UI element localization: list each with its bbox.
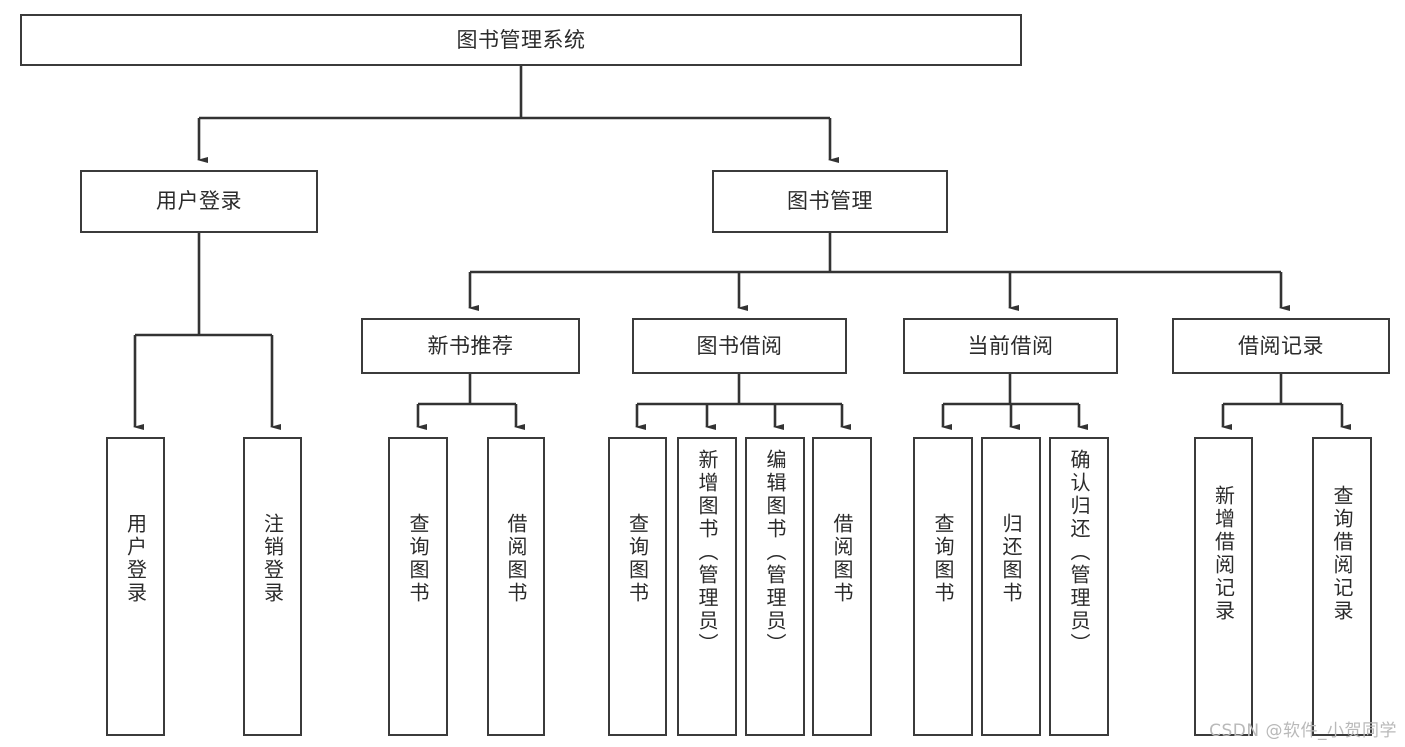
node-leaf-query-book-borrow-label: 查询图书 [625,513,650,605]
node-borrow-record[interactable]: 借阅记录 [1172,318,1390,374]
node-leaf-query-book-borrow[interactable]: 查询图书 [608,437,667,736]
node-leaf-user-login[interactable]: 用户登录 [106,437,165,736]
node-leaf-query-book-rec[interactable]: 查询图书 [388,437,448,736]
node-leaf-query-book-cur[interactable]: 查询图书 [913,437,973,736]
node-leaf-add-book-admin[interactable]: 新增图书（管理员） [677,437,737,736]
node-leaf-borrow-book-rec-label: 借阅图书 [504,513,528,605]
node-current-borrow[interactable]: 当前借阅 [903,318,1118,374]
node-book-borrow[interactable]: 图书借阅 [632,318,847,374]
node-leaf-borrow-book-rec[interactable]: 借阅图书 [487,437,545,736]
node-leaf-user-login-label: 用户登录 [123,513,148,605]
node-leaf-edit-book-admin-label: 编辑图书（管理员） [763,449,787,656]
node-borrow-record-label: 借阅记录 [1238,333,1324,358]
node-leaf-query-book-cur-label: 查询图书 [931,513,955,605]
node-book-borrow-label: 图书借阅 [696,333,783,358]
node-new-book-recommend[interactable]: 新书推荐 [361,318,580,374]
node-user-login-label: 用户登录 [156,189,242,214]
node-leaf-query-borrow-record[interactable]: 查询借阅记录 [1312,437,1372,736]
node-root-label: 图书管理系统 [456,27,586,52]
node-leaf-borrow-book[interactable]: 借阅图书 [812,437,872,736]
node-new-book-recommend-label: 新书推荐 [427,333,514,358]
node-user-login[interactable]: 用户登录 [80,170,318,233]
node-leaf-return-book[interactable]: 归还图书 [981,437,1041,736]
node-leaf-confirm-return-admin[interactable]: 确认归还（管理员） [1049,437,1109,736]
node-leaf-borrow-book-label: 借阅图书 [830,513,854,605]
node-current-borrow-label: 当前借阅 [967,333,1054,358]
node-book-manage-label: 图书管理 [787,189,873,214]
node-leaf-edit-book-admin[interactable]: 编辑图书（管理员） [745,437,805,736]
node-leaf-query-borrow-record-label: 查询借阅记录 [1330,485,1354,623]
node-leaf-add-borrow-record[interactable]: 新增借阅记录 [1194,437,1253,736]
node-root[interactable]: 图书管理系统 [20,14,1022,66]
node-leaf-confirm-return-admin-label: 确认归还（管理员） [1067,449,1091,656]
node-leaf-add-borrow-record-label: 新增借阅记录 [1211,485,1236,623]
node-leaf-logout-login[interactable]: 注销登录 [243,437,302,736]
node-book-manage[interactable]: 图书管理 [712,170,948,233]
node-leaf-logout-login-label: 注销登录 [260,513,285,605]
node-leaf-query-book-rec-label: 查询图书 [406,513,430,605]
node-leaf-return-book-label: 归还图书 [999,513,1023,605]
node-leaf-add-book-admin-label: 新增图书（管理员） [695,449,719,656]
